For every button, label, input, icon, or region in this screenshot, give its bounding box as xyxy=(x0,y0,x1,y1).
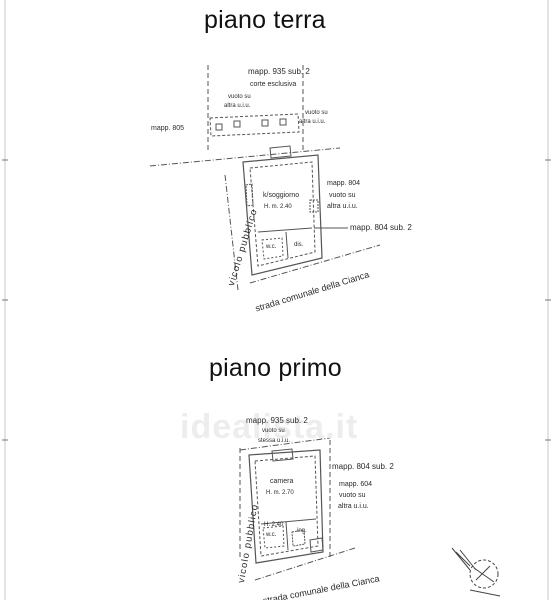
wc-height: H. 2.40 xyxy=(264,522,284,528)
wc-label: w.c. xyxy=(266,532,277,538)
room-height: H. m. 2.70 xyxy=(266,490,294,496)
vuoto-left-label: vuoto su xyxy=(228,94,251,100)
room-label: k/soggiorno xyxy=(263,192,300,199)
mapp-804-vuoto: vuoto su xyxy=(329,192,356,199)
corte-label: corte esclusiva xyxy=(250,81,297,88)
mapp-604-vuoto: vuoto su xyxy=(339,492,366,499)
mapp-805-label: mapp. 805 xyxy=(151,125,185,132)
watermark: idealista.it xyxy=(180,408,359,446)
dis-label: dis. xyxy=(294,242,304,248)
wc-label: w.c. xyxy=(266,244,277,250)
mapp-604-altra: altra u.i.u. xyxy=(338,503,369,510)
north-arrow-icon xyxy=(451,547,501,597)
ing-label: ing. xyxy=(297,528,307,534)
vuoto-label: vuoto su xyxy=(262,428,285,434)
mapp-804-label: mapp. 804 xyxy=(327,180,361,187)
mapp-935-label: mapp. 935 sub. 2 xyxy=(248,67,310,76)
vuoto-right-label-2: altra u.i.u. xyxy=(299,119,326,125)
vuoto-left-label-2: altra u.i.u. xyxy=(224,103,251,109)
mapp-804-sub2-label: mapp. 804 sub. 2 xyxy=(350,223,412,232)
room-height: H. m. 2.40 xyxy=(264,204,292,210)
mapp-604-label: mapp. 604 xyxy=(339,481,373,488)
first-floor-walls xyxy=(248,449,324,564)
mapp-804-sub2-label: mapp. 804 sub. 2 xyxy=(332,462,394,471)
ground-floor-title: piano terra xyxy=(204,6,326,34)
room-label: camera xyxy=(270,478,294,485)
mapp-935-label: mapp. 935 sub. 2 xyxy=(246,416,308,425)
ground-floor-walls xyxy=(242,154,323,276)
vuoto-label-2: stessa u.i.u. xyxy=(258,438,291,444)
boundary-line xyxy=(149,147,341,167)
first-floor-title: piano primo xyxy=(209,354,342,382)
vuoto-right-label: vuoto su xyxy=(305,110,328,116)
mapp-804-altra: altra u.i.u. xyxy=(327,203,358,210)
